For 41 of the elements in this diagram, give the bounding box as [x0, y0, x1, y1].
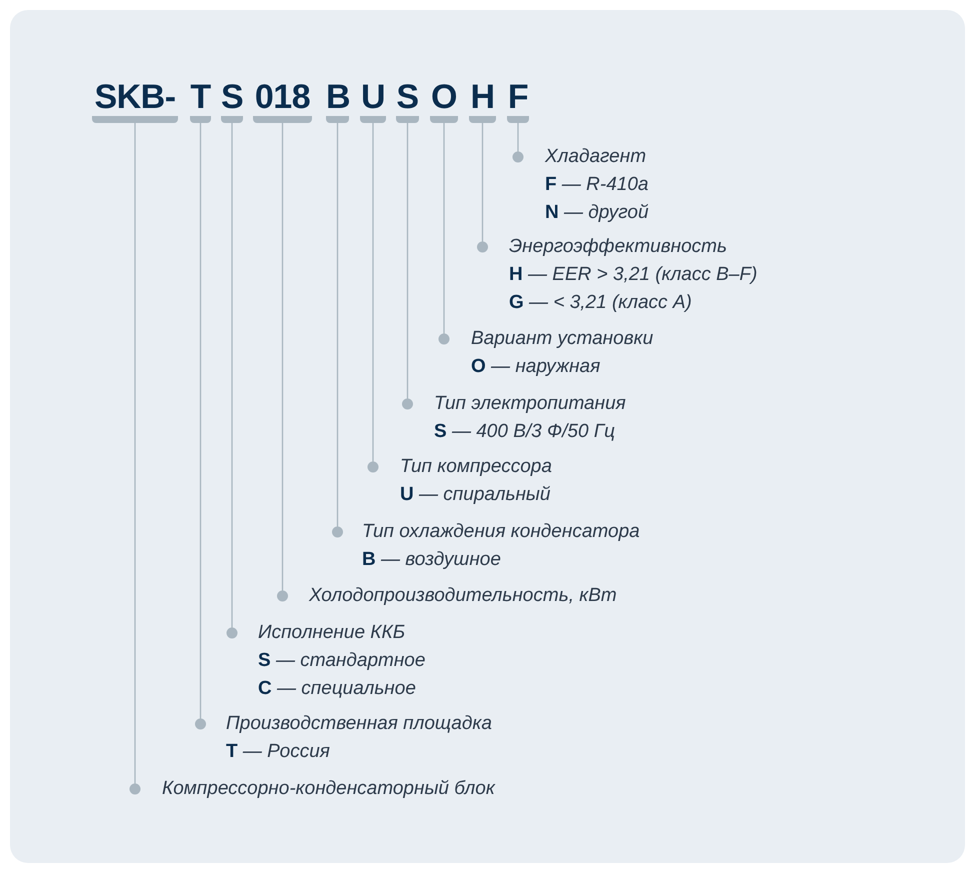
code-value: S — 400 В/3 Ф/50 Гц: [434, 420, 616, 444]
field-heading: Тип охлаждения конденсатора: [362, 520, 640, 544]
field-heading: Производственная площадка: [226, 712, 492, 736]
field-heading: Энергоэффективность: [509, 235, 728, 259]
code-value: T — Россия: [226, 740, 331, 764]
field-heading: Вариант установки: [471, 327, 654, 351]
leader-line: [402, 123, 413, 410]
leader-line: [332, 123, 343, 538]
code-value: H — EER > 3,21 (класс B–F): [509, 263, 758, 287]
code-value: S — стандартное: [258, 649, 426, 673]
code-value: N — другой: [545, 201, 649, 225]
field-heading: Компрессорно-конденсаторный блок: [162, 777, 495, 801]
leader-line: [477, 123, 488, 252]
field-heading: Хладагент: [545, 145, 648, 169]
field-heading: Тип электропитания: [434, 392, 626, 416]
code-value: F — R-410a: [545, 173, 649, 197]
leader-line: [130, 123, 140, 794]
code-segment: T: [190, 78, 211, 123]
code-segment: F: [507, 78, 529, 123]
code-value: B — воздушное: [362, 548, 502, 572]
code-segment: SKB-: [92, 78, 178, 123]
leader-line: [226, 123, 238, 638]
leader-line: [438, 123, 450, 344]
leader-line: [512, 123, 524, 162]
leader-line: [368, 123, 378, 472]
field-heading: Тип компрессора: [400, 455, 552, 479]
code-segment: S: [396, 78, 419, 123]
code-segment: U: [360, 78, 386, 123]
code-segment: 018: [253, 78, 312, 123]
field-heading: Исполнение ККБ: [258, 621, 406, 645]
code-segment: B: [326, 78, 349, 123]
code-value: U — спиральный: [400, 483, 552, 507]
code-value: G — < 3,21 (класс A): [509, 291, 693, 315]
code-value: C — специальное: [258, 677, 417, 701]
code-segment: O: [430, 78, 458, 123]
leader-line: [195, 123, 206, 730]
code-value: O — наружная: [471, 355, 602, 379]
field-heading: Холодопроизводительность, кВт: [309, 584, 617, 608]
leader-line: [277, 123, 288, 602]
code-segment: H: [469, 78, 496, 123]
code-segment: S: [221, 78, 243, 123]
